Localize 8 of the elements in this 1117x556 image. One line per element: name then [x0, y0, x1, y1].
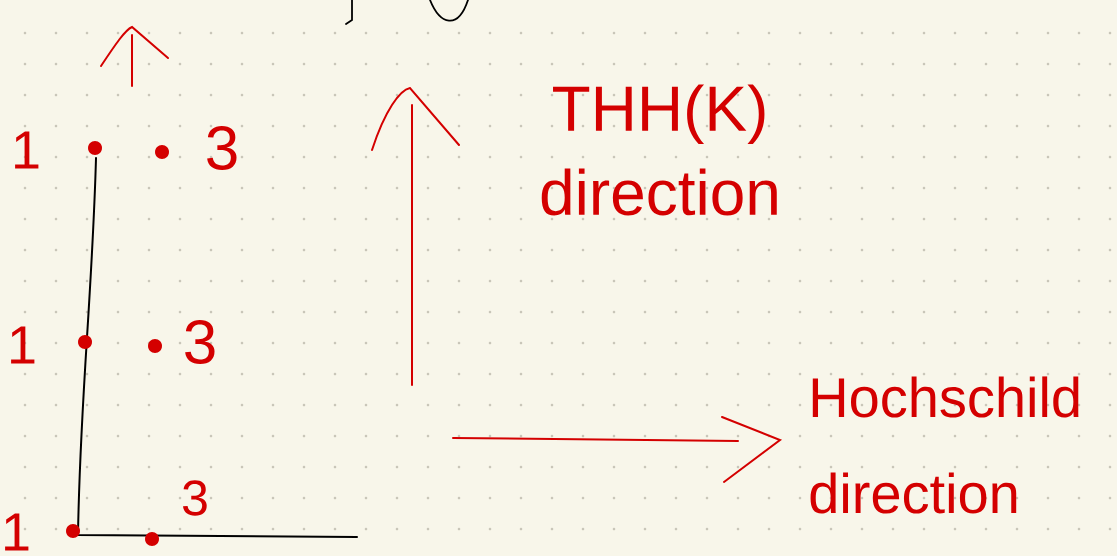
handwritten-label: 1 [15, 131, 39, 169]
handwritten-label: 3 [207, 126, 237, 170]
handwritten-label: 3 [185, 320, 215, 364]
handwritten-label: 3 [183, 480, 207, 516]
handwritten-label: 1 [5, 513, 29, 551]
handwritten-label: THH(K) direction [541, 84, 777, 216]
handwritten-label: Hochschild direction [810, 376, 1079, 514]
handwritten-label: 1 [11, 326, 35, 364]
